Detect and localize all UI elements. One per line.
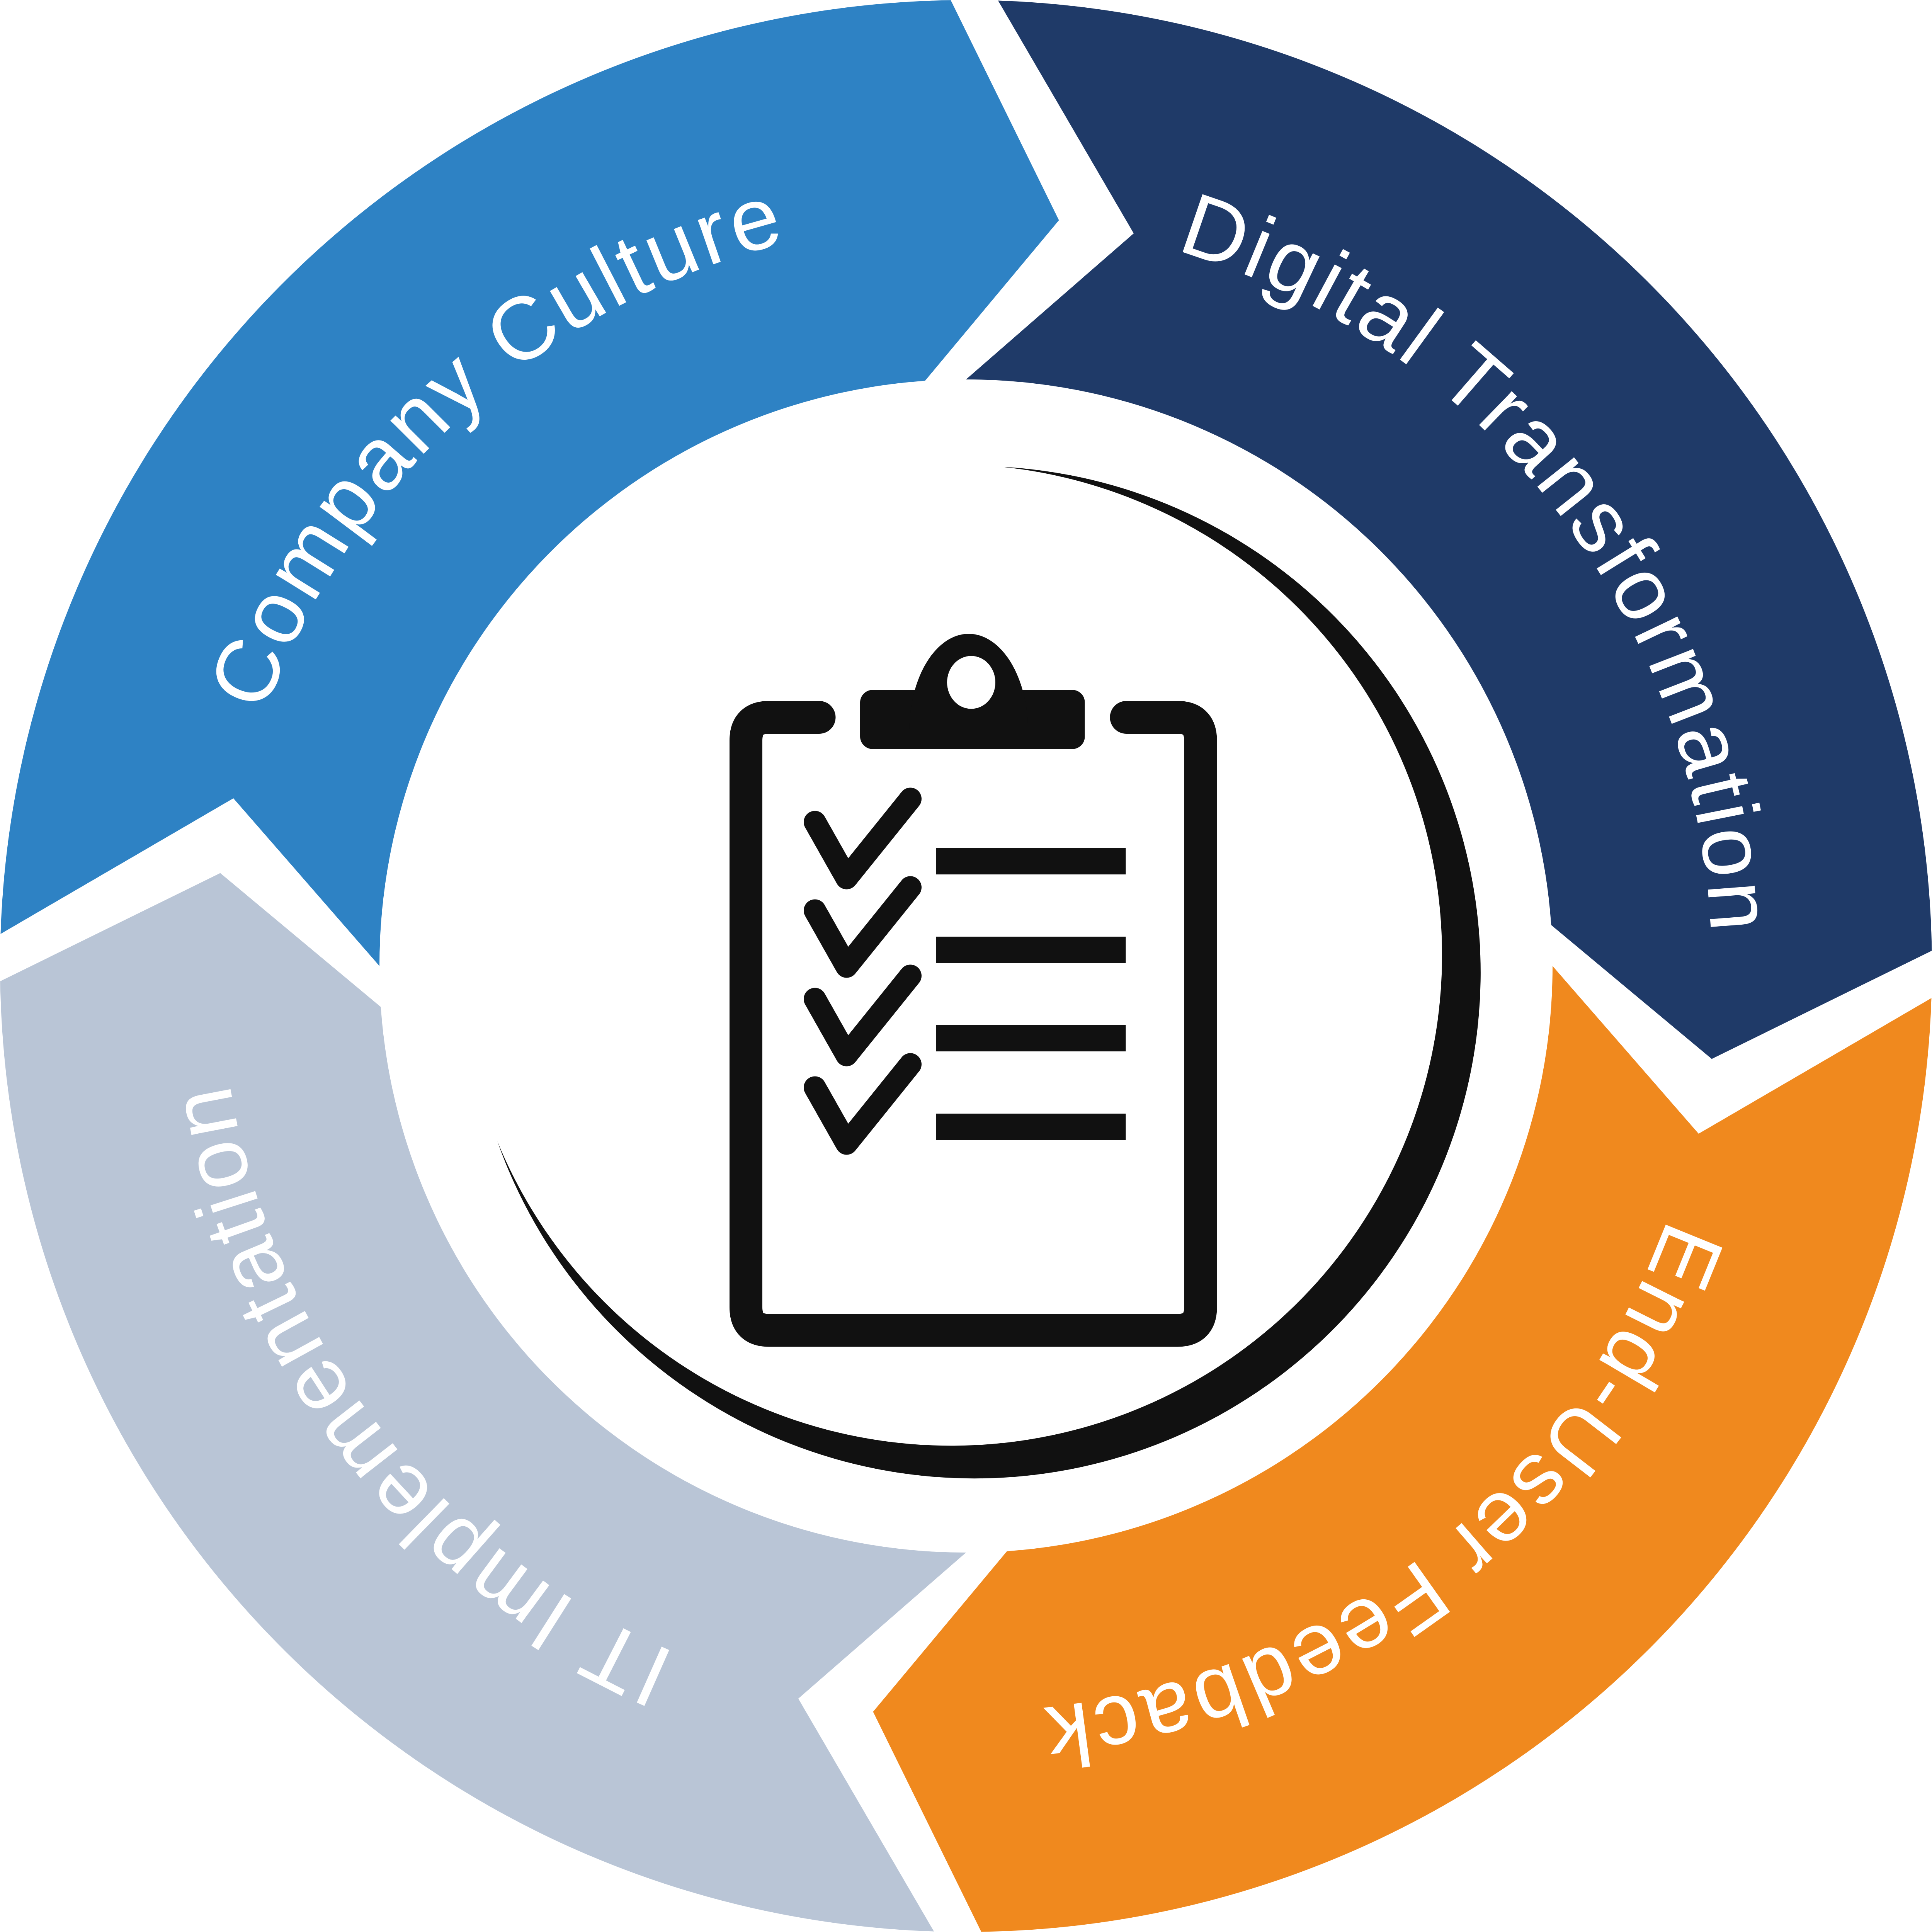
list-line xyxy=(936,848,1126,874)
clipboard-checklist-icon xyxy=(730,634,1217,1347)
center-badge xyxy=(497,467,1481,1479)
clipboard-board xyxy=(730,701,1217,1347)
segment-arc-end-user-feedback xyxy=(873,966,1932,1932)
clipboard-clip-hole xyxy=(947,656,995,709)
checkmark-icon xyxy=(804,787,922,889)
checkmark-icon xyxy=(804,964,922,1066)
checkmark-icon xyxy=(804,876,922,978)
list-line xyxy=(936,937,1126,963)
segment-arc-company-culture xyxy=(0,0,1059,966)
segment-arc-digital-transformation xyxy=(966,0,1932,1059)
list-line xyxy=(936,1114,1126,1140)
list-line xyxy=(936,1025,1126,1051)
checkmark-icon xyxy=(804,1053,922,1155)
segment-arc-it-implementation xyxy=(0,873,966,1932)
